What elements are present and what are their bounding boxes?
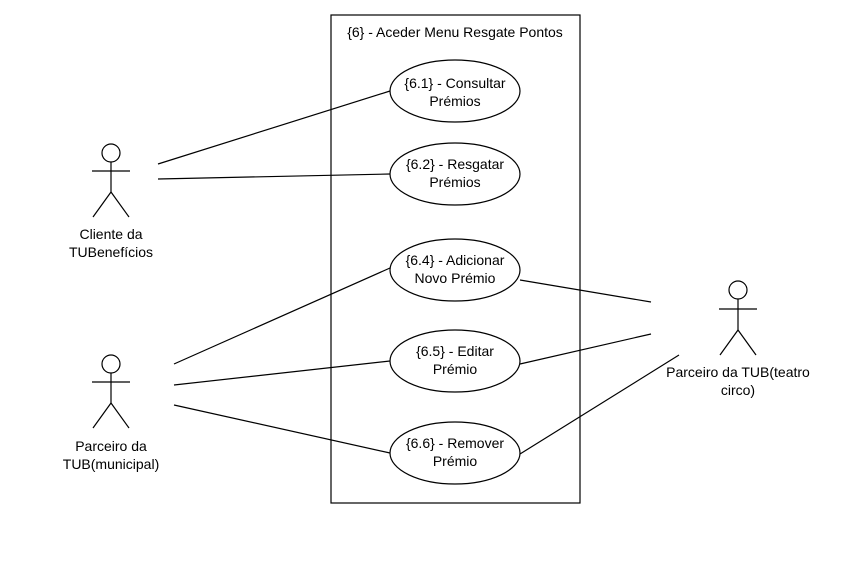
- association-teatro-uc66: [519, 354, 680, 455]
- actor-teatro-label-line-2: circo): [721, 382, 755, 398]
- use-case-62-label-line-1: {6.2} - Resgatar: [406, 156, 504, 172]
- actor-teatro[interactable]: Parceiro da TUB(teatro circo): [666, 280, 810, 398]
- association-teatro-uc65: [519, 333, 652, 365]
- use-case-65[interactable]: {6.5} - Editar Prémio: [389, 329, 521, 393]
- actor-cliente[interactable]: Cliente da TUBenefícios: [69, 143, 153, 260]
- stick-figure-icon: [92, 354, 130, 429]
- actor-cliente-label-line-2: TUBenefícios: [69, 244, 153, 260]
- use-case-64-label-line-2: Novo Prémio: [415, 270, 496, 286]
- association-teatro-uc64: [519, 279, 652, 303]
- use-case-66-label-line-2: Prémio: [433, 453, 478, 469]
- system-boundary: {6} - Aceder Menu Resgate Pontos: [330, 14, 581, 504]
- system-title: {6} - Aceder Menu Resgate Pontos: [347, 24, 563, 40]
- use-case-62[interactable]: {6.2} - Resgatar Prémios: [389, 142, 521, 206]
- association-municipal-uc64: [173, 267, 391, 365]
- actor-municipal-label-line-1: Parceiro da: [75, 438, 147, 454]
- associations: [157, 90, 680, 455]
- use-case-66[interactable]: {6.6} - Remover Prémio: [389, 421, 521, 485]
- use-case-61-label-line-1: {6.1} - Consultar: [404, 75, 506, 91]
- use-case-62-label-line-2: Prémios: [429, 174, 480, 190]
- actor-cliente-label-line-1: Cliente da: [79, 226, 142, 242]
- use-case-64-shape[interactable]: [389, 238, 521, 302]
- use-case-65-label-line-2: Prémio: [433, 361, 478, 377]
- association-municipal-uc65: [173, 360, 391, 386]
- use-case-66-label-line-1: {6.6} - Remover: [406, 435, 504, 451]
- use-case-61-label-line-2: Prémios: [429, 93, 480, 109]
- use-case-65-shape[interactable]: [389, 329, 521, 393]
- actor-municipal-label-line-2: TUB(municipal): [63, 456, 159, 472]
- association-cliente-uc61: [157, 90, 391, 165]
- use-case-61[interactable]: {6.1} - Consultar Prémios: [389, 59, 521, 123]
- stick-figure-icon: [719, 280, 757, 356]
- system-boundary-box: [330, 14, 581, 504]
- use-case-61-shape[interactable]: [389, 59, 521, 123]
- use-case-64[interactable]: {6.4} - Adicionar Novo Prémio: [389, 238, 521, 302]
- use-case-65-label-line-1: {6.5} - Editar: [416, 343, 494, 359]
- use-case-62-shape[interactable]: [389, 142, 521, 206]
- use-case-66-shape[interactable]: [389, 421, 521, 485]
- use-case-64-label-line-1: {6.4} - Adicionar: [406, 252, 505, 268]
- actor-teatro-label-line-1: Parceiro da TUB(teatro: [666, 364, 810, 380]
- actor-municipal[interactable]: Parceiro da TUB(municipal): [63, 354, 159, 472]
- stick-figure-icon: [92, 143, 130, 218]
- association-cliente-uc62: [157, 173, 391, 180]
- association-municipal-uc66: [173, 404, 391, 454]
